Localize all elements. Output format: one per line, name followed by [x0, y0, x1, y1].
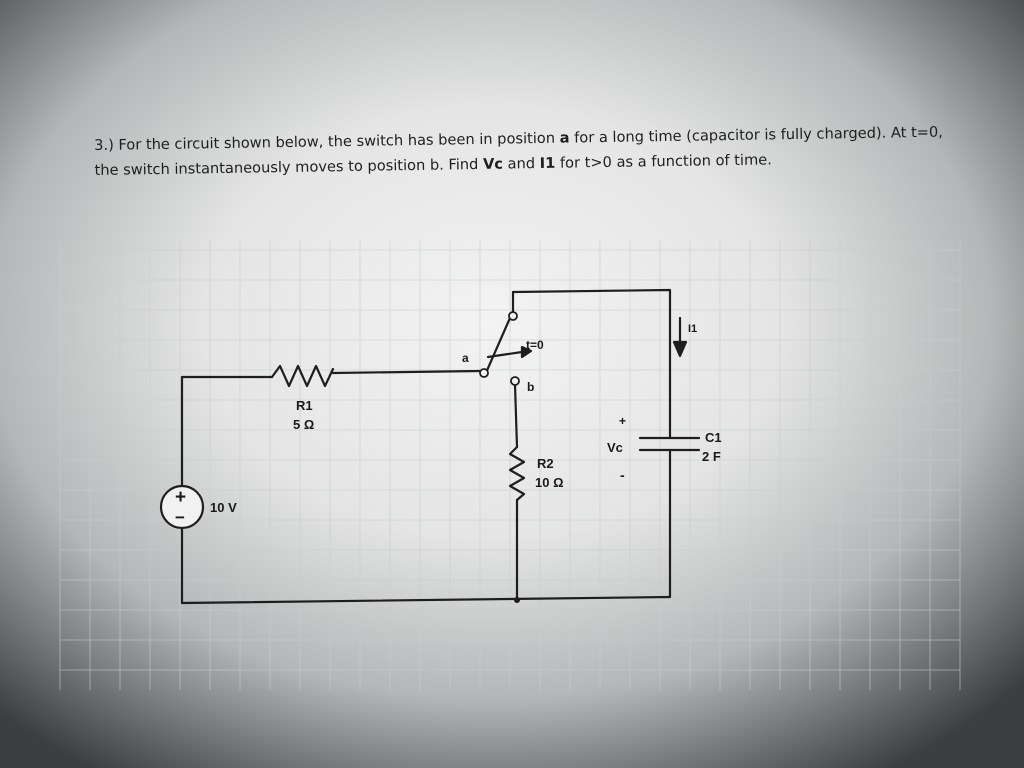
source-value: 10 V: [210, 500, 237, 515]
switch-blade: [483, 316, 512, 377]
r1-name: R1: [296, 398, 313, 413]
switch-time-label: t=0: [526, 338, 544, 352]
wire-b-to-r2: [513, 383, 519, 449]
vc-minus-sign: -: [620, 467, 625, 483]
wire-top: [511, 288, 672, 440]
current-arrow-head: [672, 340, 688, 358]
switch-b-label: b: [527, 380, 534, 394]
wire-r1-to-switch: [331, 369, 482, 375]
grid-paper: [59, 240, 961, 690]
voltage-source-symbol: [159, 484, 205, 530]
switch-arrow-shaft: [486, 350, 524, 359]
wire-bottom: [180, 525, 672, 605]
r2-value: 10 Ω: [535, 475, 564, 490]
vc-label: Vc: [607, 440, 623, 455]
source-plus-sign: +: [175, 487, 186, 508]
wire-left-top: [180, 375, 274, 489]
c1-value: 2 F: [702, 449, 721, 464]
switch-contact-top: [508, 311, 518, 321]
switch-a-label: a: [462, 351, 469, 365]
vc-plus-sign: +: [619, 414, 626, 428]
current-label: I1: [688, 323, 697, 335]
resistor-r1: [270, 364, 335, 388]
r2-name: R2: [537, 456, 554, 471]
switch-contact-a: [479, 368, 489, 378]
switch-contact-b: [510, 376, 520, 386]
circuit-wires: [180, 288, 701, 605]
junction-dot: [514, 597, 520, 603]
c1-name: C1: [705, 430, 722, 445]
switch-arrow-head: [520, 345, 533, 359]
source-minus-sign: −: [175, 508, 185, 527]
resistor-r2: [508, 445, 526, 502]
r1-value: 5 Ω: [293, 417, 314, 432]
